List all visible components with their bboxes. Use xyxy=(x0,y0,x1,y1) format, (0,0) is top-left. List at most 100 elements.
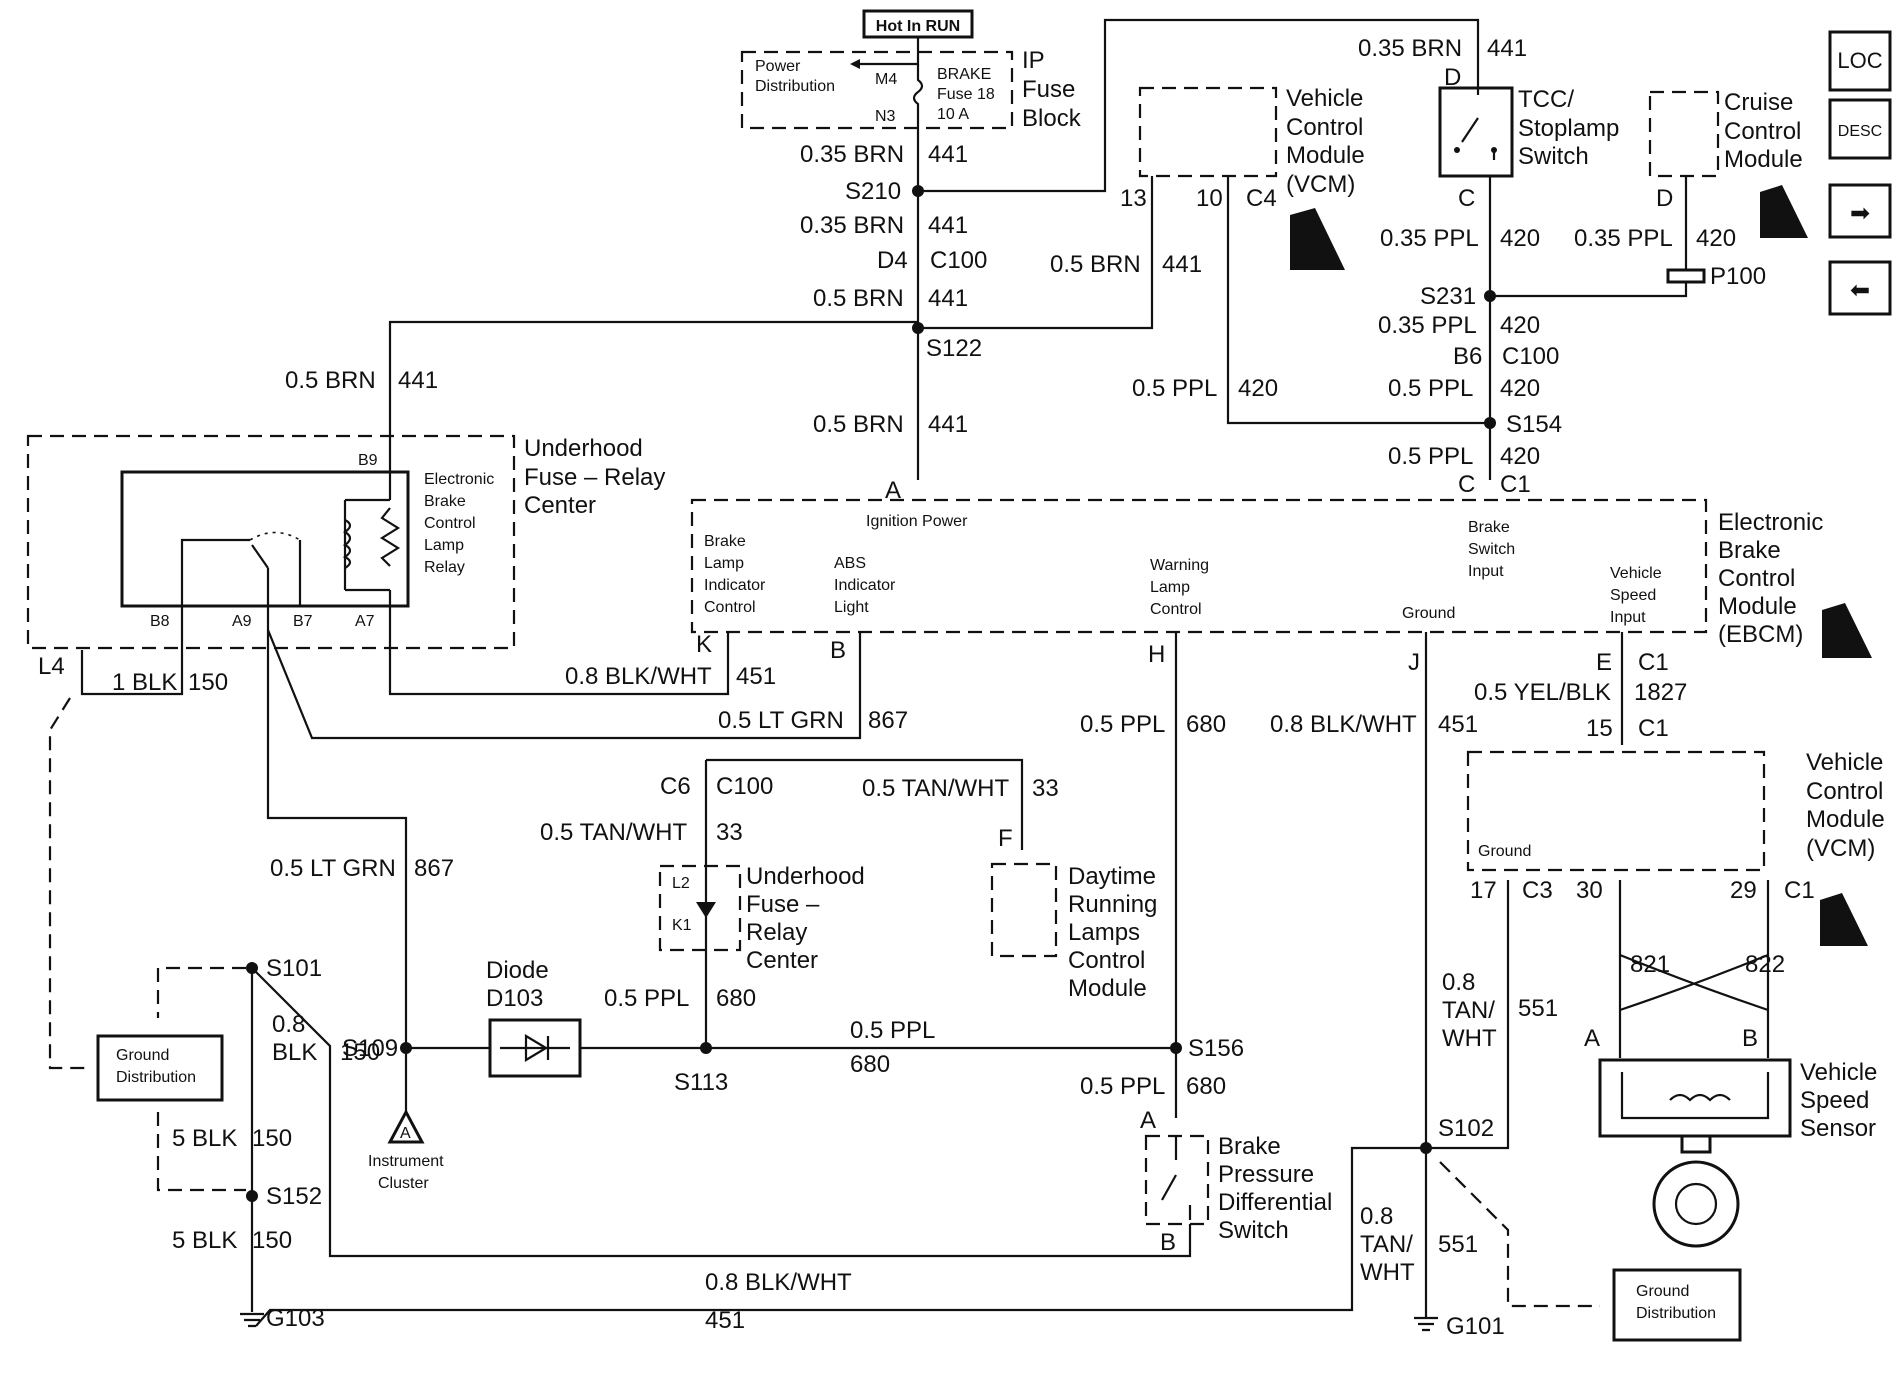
svg-text:H: H xyxy=(1148,641,1165,668)
svg-text:Control: Control xyxy=(1068,947,1145,974)
next-arrow-icon[interactable] xyxy=(1828,183,1892,239)
svg-text:0.8: 0.8 xyxy=(1442,969,1475,996)
svg-text:0.35 BRN: 0.35 BRN xyxy=(1358,35,1462,62)
svg-text:K1: K1 xyxy=(672,917,692,934)
svg-text:551: 551 xyxy=(1438,1231,1478,1258)
svg-text:441: 441 xyxy=(1487,35,1527,62)
svg-text:C1: C1 xyxy=(1500,471,1531,498)
svg-text:Brake: Brake xyxy=(1218,1133,1281,1160)
drl-module-box xyxy=(990,862,1058,958)
esd-icon xyxy=(1290,208,1345,270)
svg-text:Ground: Ground xyxy=(1636,1283,1689,1300)
svg-text:C4: C4 xyxy=(1246,185,1277,212)
svg-text:1 BLK: 1 BLK xyxy=(112,669,177,696)
svg-text:0.5 BRN: 0.5 BRN xyxy=(285,367,376,394)
brake-fuse-label: BRAKE Fuse 18 10 A xyxy=(937,66,995,123)
svg-text:1827: 1827 xyxy=(1634,679,1687,706)
svg-text:(VCM): (VCM) xyxy=(1806,835,1875,862)
svg-text:Control: Control xyxy=(1718,565,1795,592)
ebcm-input-brake-lamp: Brake Lamp Indicator Control xyxy=(704,533,766,616)
svg-text:P100: P100 xyxy=(1710,263,1766,290)
svg-text:0.5 PPL: 0.5 PPL xyxy=(1388,375,1473,402)
svg-text:Brake: Brake xyxy=(704,533,746,550)
svg-text:D4: D4 xyxy=(877,247,908,274)
svg-text:C1: C1 xyxy=(1784,877,1815,904)
svg-text:Speed: Speed xyxy=(1610,587,1656,604)
svg-text:0.35 BRN: 0.35 BRN xyxy=(800,141,904,168)
ground-icon xyxy=(1414,1316,1438,1332)
svg-text:(VCM): (VCM) xyxy=(1286,171,1355,198)
svg-text:A: A xyxy=(400,1125,411,1142)
svg-text:B7: B7 xyxy=(293,613,313,630)
svg-text:C100: C100 xyxy=(930,247,987,274)
svg-text:420: 420 xyxy=(1500,443,1540,470)
svg-text:B9: B9 xyxy=(358,452,378,469)
loc-icon[interactable] xyxy=(1828,30,1892,92)
ebcm-input-abs: ABS Indicator Light xyxy=(834,555,896,616)
ip-fuse-block-box xyxy=(740,50,1014,130)
svg-text:Control: Control xyxy=(424,515,476,532)
svg-text:Module: Module xyxy=(1718,593,1797,620)
splice-s156 xyxy=(1170,1042,1182,1054)
svg-text:B: B xyxy=(1160,1229,1176,1256)
drl-module-label: Daytime Running Lamps Control Module xyxy=(1068,863,1157,1002)
svg-text:Control: Control xyxy=(1150,601,1202,618)
pin-m4: M4 xyxy=(875,71,897,88)
svg-text:S101: S101 xyxy=(266,955,322,982)
prev-arrow-icon[interactable] xyxy=(1828,260,1892,316)
ebcm-lamp-relay xyxy=(120,470,410,608)
svg-text:B: B xyxy=(1742,1025,1758,1052)
svg-text:0.5 PPL: 0.5 PPL xyxy=(1132,375,1217,402)
cruise-control-box xyxy=(1648,90,1720,178)
svg-text:C1: C1 xyxy=(1638,715,1669,742)
svg-text:10 A: 10 A xyxy=(937,106,969,123)
wire-420-vcm xyxy=(1226,176,1490,425)
wire-867-abs xyxy=(266,629,862,740)
svg-text:S109: S109 xyxy=(342,1035,398,1062)
svg-text:Center: Center xyxy=(524,492,596,519)
svg-text:Vehicle: Vehicle xyxy=(1800,1059,1877,1086)
wire-441-relay xyxy=(388,320,918,472)
ebcm-input-brake-switch: Brake Switch Input xyxy=(1468,519,1515,580)
svg-text:(EBCM): (EBCM) xyxy=(1718,621,1803,648)
underhood-center-2-box xyxy=(658,864,742,952)
ground-distribution-box-2 xyxy=(1612,1268,1742,1342)
svg-text:Fuse – Relay: Fuse – Relay xyxy=(524,464,665,491)
svg-text:B: B xyxy=(830,637,846,664)
desc-icon[interactable] xyxy=(1828,98,1892,160)
svg-text:Instrument: Instrument xyxy=(368,1153,444,1170)
svg-text:C6: C6 xyxy=(660,773,691,800)
svg-text:420: 420 xyxy=(1238,375,1278,402)
svg-text:Block: Block xyxy=(1022,105,1082,132)
svg-text:LOC: LOC xyxy=(1837,48,1882,73)
svg-text:A: A xyxy=(1140,1107,1156,1134)
svg-text:Module: Module xyxy=(1286,142,1365,169)
svg-text:Fuse –: Fuse – xyxy=(746,891,820,918)
svg-text:TCC/: TCC/ xyxy=(1518,86,1574,113)
svg-text:A: A xyxy=(1584,1025,1600,1052)
svg-text:441: 441 xyxy=(928,141,968,168)
ground-distribution-box-1 xyxy=(96,1034,224,1102)
svg-text:D103: D103 xyxy=(486,985,543,1012)
svg-text:➡: ➡ xyxy=(1850,200,1870,227)
connector-p100 xyxy=(1666,268,1706,284)
svg-text:Lamp: Lamp xyxy=(704,555,744,572)
svg-text:Running: Running xyxy=(1068,891,1157,918)
splice-s113 xyxy=(700,1042,712,1054)
svg-text:J: J xyxy=(1408,649,1420,676)
svg-text:420: 420 xyxy=(1500,375,1540,402)
svg-text:0.5 YEL/BLK: 0.5 YEL/BLK xyxy=(1474,679,1611,706)
svg-text:0.5 TAN/WHT: 0.5 TAN/WHT xyxy=(862,775,1009,802)
wire-451-ground xyxy=(255,632,1428,1327)
svg-text:441: 441 xyxy=(1162,251,1202,278)
svg-text:0.35 PPL: 0.35 PPL xyxy=(1378,312,1477,339)
instrument-cluster-icon xyxy=(387,1108,425,1144)
svg-text:15: 15 xyxy=(1586,715,1613,742)
splice-s152 xyxy=(246,1190,258,1202)
svg-text:Speed: Speed xyxy=(1800,1087,1869,1114)
ebcm-input-vss: Vehicle Speed Input xyxy=(1610,565,1662,626)
ebcm-lamp-relay-label: Electronic Brake Control Lamp Relay xyxy=(424,471,494,576)
svg-text:0.5 PPL: 0.5 PPL xyxy=(1388,443,1473,470)
svg-text:33: 33 xyxy=(1032,775,1059,802)
